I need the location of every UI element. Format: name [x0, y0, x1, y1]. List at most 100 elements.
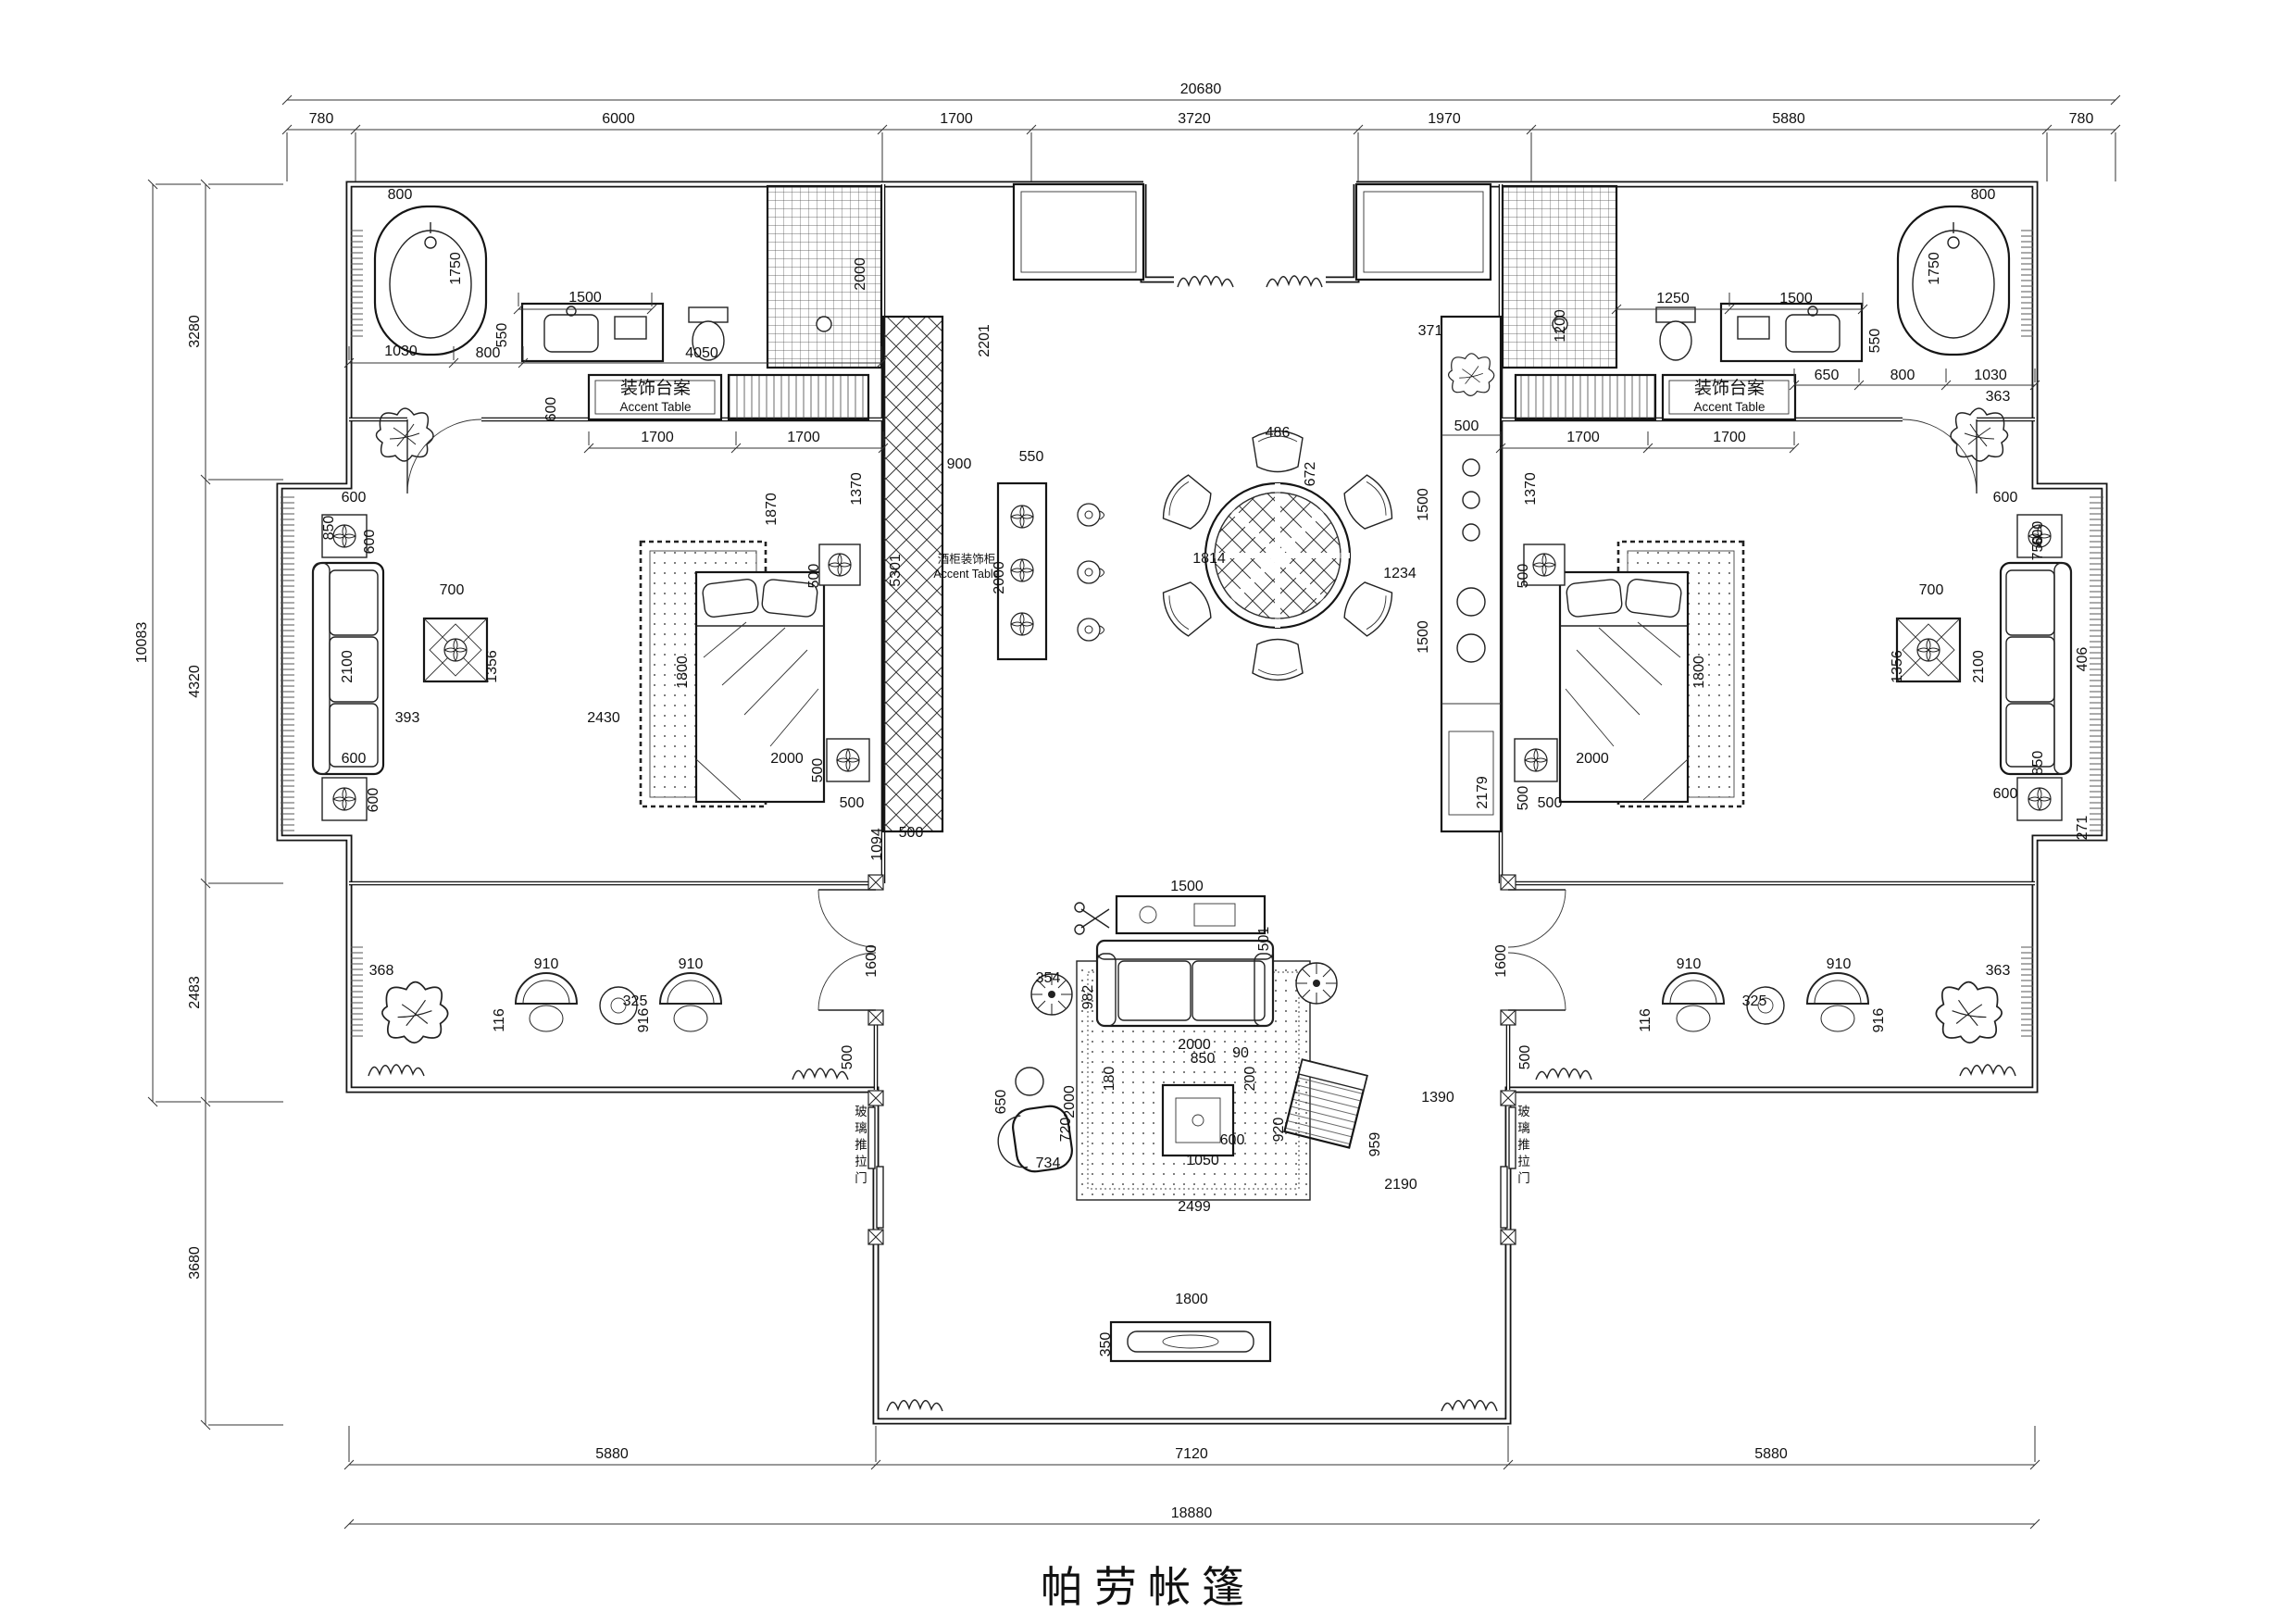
dimension-label: 363 — [1986, 963, 2011, 979]
dimension-label: 350 — [1098, 1332, 1114, 1357]
dimension-label: 1870 — [764, 493, 780, 526]
dimension-line — [730, 443, 742, 454]
dimension-line — [876, 357, 887, 369]
dimension-line — [147, 179, 158, 190]
drawing-title: 帕劳帐篷 — [1041, 1564, 1255, 1611]
dimension-label: 672 — [1303, 462, 1318, 487]
dimension-label: 1750 — [448, 252, 464, 285]
dimension-label: 910 — [1677, 956, 1702, 972]
dimension-label: 2000 — [992, 561, 1007, 594]
dimension-label: 1500 — [568, 290, 602, 306]
dimension-label: 500 — [810, 758, 826, 783]
living-coffee-table — [1161, 1083, 1235, 1157]
dimension-line — [2029, 1459, 2040, 1470]
lounge-chair — [997, 1105, 1073, 1173]
dimension-label: 2000 — [770, 751, 804, 767]
dimension-label: 600 — [1993, 490, 2018, 506]
dimension-label: 116 — [492, 1008, 507, 1032]
dimension-line — [1789, 380, 1800, 391]
dimension-label: 18880 — [1171, 1505, 1213, 1521]
dimension-line — [1940, 380, 1952, 391]
dimension-label: 354 — [1036, 970, 1061, 986]
dimension-line — [1642, 443, 1653, 454]
dimension-label: 2100 — [340, 650, 356, 683]
glass-sliding-door — [867, 1090, 884, 1245]
dimension-label: 325 — [623, 993, 648, 1009]
dimension-label: 500 — [1516, 564, 1531, 589]
dimension-label: 1814 — [1192, 551, 1226, 567]
dimension-line — [200, 1096, 211, 1107]
dimension-label: 500 — [1516, 786, 1531, 811]
nightstand — [818, 543, 870, 782]
dimension-label: 1370 — [1523, 472, 1539, 506]
center-zone — [881, 275, 1503, 1363]
dimension-label: 2201 — [977, 324, 992, 357]
dimension-label: 2499 — [1178, 1199, 1211, 1215]
dimension-label: 200 — [1242, 1067, 1258, 1092]
dimension-label: 959 — [1367, 1132, 1383, 1157]
dimension-label: 1700 — [940, 111, 973, 127]
dimension-label: 550 — [1867, 329, 1883, 354]
text-label: 玻璃推拉门 — [855, 1105, 867, 1185]
text-label: Accent Table — [933, 568, 999, 581]
dimension-label: 500 — [1454, 418, 1479, 434]
dimension-label: 720 — [1058, 1118, 1074, 1143]
dimension-line — [200, 474, 211, 485]
dimension-line — [646, 304, 657, 315]
dimension-label: 363 — [1986, 389, 2011, 405]
dimension-label: 5880 — [595, 1446, 629, 1462]
dimension-line — [343, 1459, 355, 1470]
dimension-label: 500 — [1538, 795, 1563, 811]
dimension-label: 3680 — [187, 1246, 203, 1280]
dimension-line — [1724, 304, 1735, 315]
side-cabinet — [727, 373, 870, 421]
dimension-label: 1234 — [1383, 566, 1416, 581]
dimension-label: 500 — [806, 564, 822, 589]
dimension-label: 1700 — [1566, 430, 1600, 445]
dimension-label: 800 — [1971, 187, 1996, 203]
dimension-label: 600 — [366, 788, 381, 813]
dimension-label: 700 — [1919, 582, 1944, 598]
dimension-label: 900 — [947, 456, 972, 472]
dimension-label: 3280 — [187, 315, 203, 348]
window-sill — [351, 944, 363, 1037]
toilet — [688, 306, 729, 361]
dimension-label: 2000 — [1576, 751, 1609, 767]
dimension-label: 1600 — [1493, 944, 1509, 978]
console-table — [996, 481, 1048, 661]
dimension-label: 1700 — [641, 430, 674, 445]
dimension-label: 5301 — [888, 554, 904, 587]
walls — [280, 184, 2104, 1421]
dimension-label: 800 — [476, 345, 501, 361]
dimension-label: 2000 — [1178, 1037, 1211, 1053]
dimension-label: 500 — [840, 795, 865, 811]
dimension-label: 393 — [395, 710, 420, 726]
dimension-label: 486 — [1266, 425, 1291, 441]
dimension-line — [448, 357, 459, 369]
dimension-label: 406 — [2075, 647, 2090, 672]
dimension-line — [1495, 443, 1506, 454]
dimension-line — [2029, 1518, 2040, 1530]
dimension-line — [200, 878, 211, 889]
dimension-label: 850 — [321, 516, 337, 541]
dimension-label: 1030 — [384, 344, 418, 359]
text-label: Accent Table — [1693, 400, 1765, 414]
dimension-label: 550 — [1019, 449, 1044, 465]
top-closet-block-right — [1354, 182, 1492, 281]
dimension-label: 1030 — [1974, 368, 2007, 383]
armchair — [1283, 1058, 1368, 1149]
vanity-sink — [520, 302, 665, 363]
dimension-line — [583, 443, 594, 454]
dimension-label: 1700 — [1713, 430, 1746, 445]
dimension-label: 2000 — [853, 257, 868, 291]
dimension-line — [877, 124, 888, 135]
bay-sofa — [311, 561, 385, 776]
sofa-side-tables — [321, 514, 368, 821]
text-label: 装饰台案 — [1694, 378, 1765, 398]
dimension-line — [147, 1096, 158, 1107]
dimension-label: 2179 — [1475, 776, 1491, 809]
dimension-line — [200, 1419, 211, 1430]
top-closet-block-left — [1012, 182, 1145, 281]
dimension-label: 1500 — [1416, 488, 1431, 521]
